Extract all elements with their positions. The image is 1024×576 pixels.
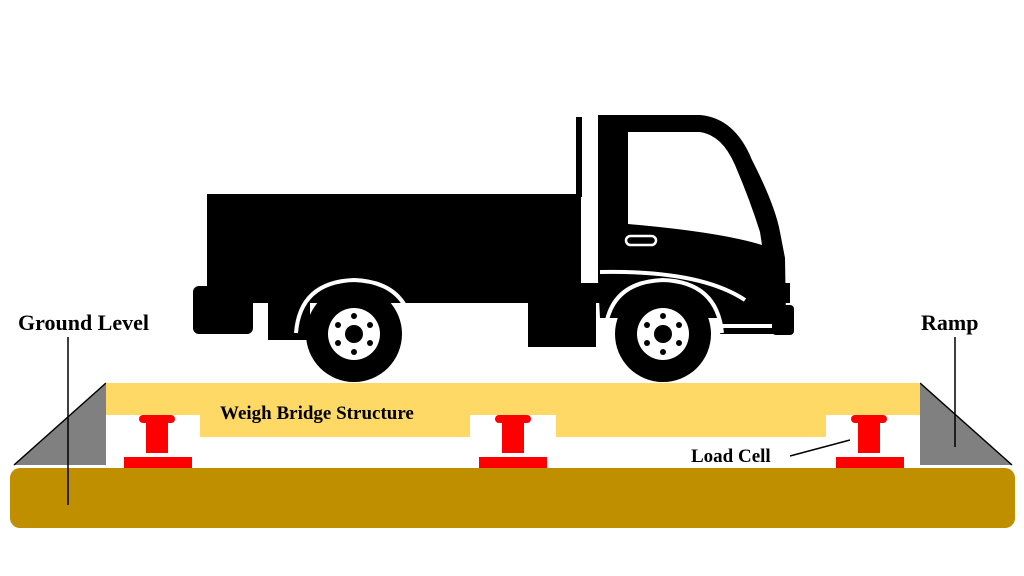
- load-cell-right: [836, 415, 904, 468]
- load-cell-leader: [789, 439, 851, 457]
- ground-slab: [10, 468, 1015, 528]
- load-cell-left: [124, 415, 192, 468]
- wheel-hubs: [335, 313, 682, 355]
- load-cell-label: Load Cell: [691, 446, 771, 467]
- ramp-right-edge: [919, 382, 1013, 466]
- structure-label: Weigh Bridge Structure: [220, 403, 414, 424]
- load-cell-center: [479, 415, 547, 468]
- ramp-label: Ramp: [921, 310, 978, 335]
- ramp-left-edge: [13, 382, 107, 466]
- ground-level-label: Ground Level: [18, 310, 149, 335]
- weigh-bridge-structure: [106, 383, 920, 437]
